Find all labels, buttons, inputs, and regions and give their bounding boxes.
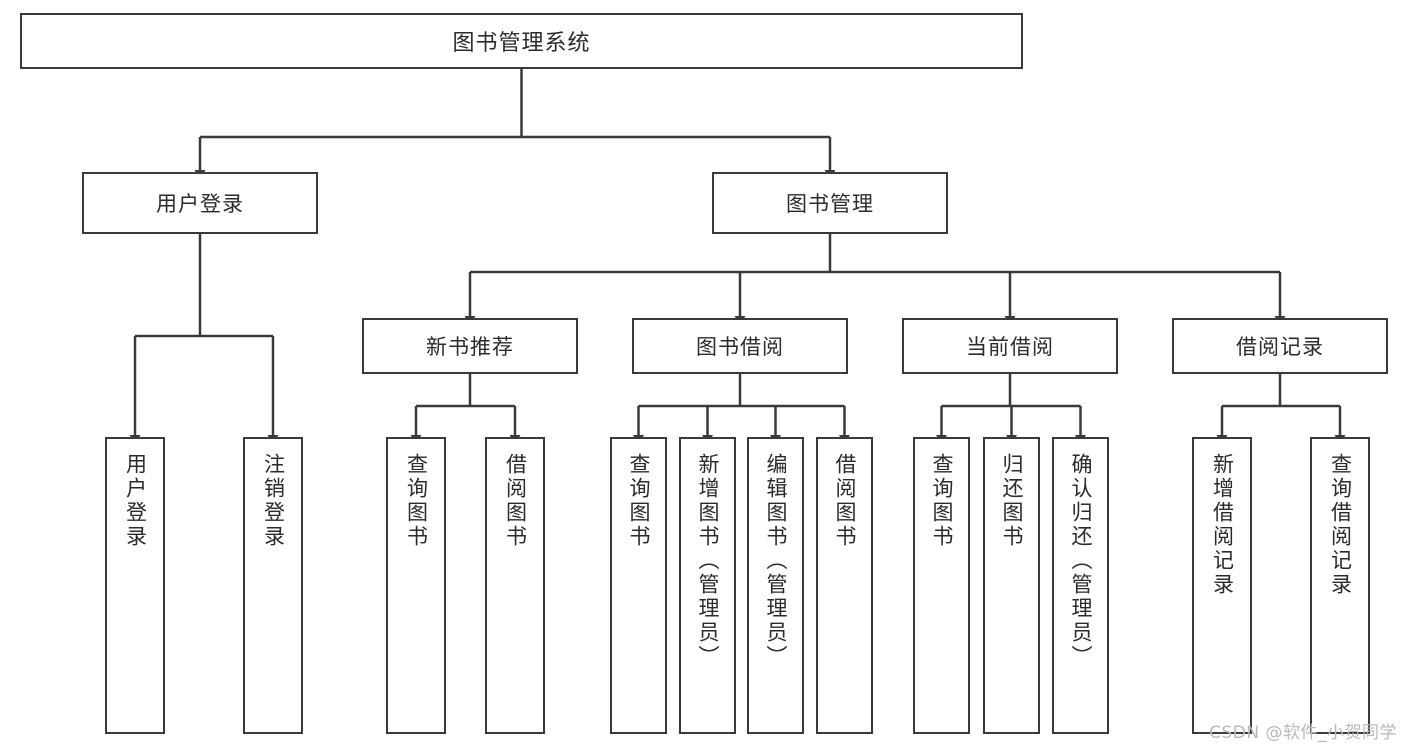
node-label: 查询图书 <box>404 453 429 549</box>
node-leaf-br-add-record[interactable]: 新增借阅记录 <box>1192 437 1252 734</box>
node-label: 新增借阅记录 <box>1210 453 1235 597</box>
node-borrow-record[interactable]: 借阅记录 <box>1172 318 1388 374</box>
node-label: 借阅记录 <box>1236 335 1324 359</box>
node-label: 当前借阅 <box>966 335 1054 359</box>
node-label: 查询借阅记录 <box>1328 453 1353 597</box>
node-label: 新增图书（管理员） <box>696 453 720 669</box>
node-label: 归还图书 <box>1000 453 1024 549</box>
node-label: 图书借阅 <box>696 335 784 359</box>
node-label: 查询图书 <box>627 453 651 549</box>
node-leaf-cb-confirm-return[interactable]: 确认归还（管理员） <box>1052 437 1109 734</box>
node-label: 借阅图书 <box>833 453 857 549</box>
node-leaf-bb-query-book[interactable]: 查询图书 <box>610 437 667 734</box>
node-label: 查询图书 <box>930 453 954 549</box>
node-label: 图书管理 <box>786 192 874 216</box>
node-leaf-cb-query-book[interactable]: 查询图书 <box>913 437 970 734</box>
node-book-manage[interactable]: 图书管理 <box>712 172 948 234</box>
node-leaf-user-login[interactable]: 用户登录 <box>105 437 165 734</box>
node-leaf-rec-query-book[interactable]: 查询图书 <box>386 437 446 734</box>
node-label: 用户登录 <box>156 192 244 216</box>
node-leaf-bb-borrow-book[interactable]: 借阅图书 <box>816 437 873 734</box>
node-leaf-bb-add-book[interactable]: 新增图书（管理员） <box>679 437 736 734</box>
node-book-borrow[interactable]: 图书借阅 <box>632 318 848 374</box>
node-label: 新书推荐 <box>426 335 514 359</box>
node-leaf-cb-return-book[interactable]: 归还图书 <box>983 437 1040 734</box>
node-leaf-bb-edit-book[interactable]: 编辑图书（管理员） <box>747 437 804 734</box>
node-leaf-user-logout[interactable]: 注销登录 <box>243 437 303 734</box>
node-label: 借阅图书 <box>503 453 528 549</box>
node-label: 注销登录 <box>261 453 286 549</box>
node-current-borrow[interactable]: 当前借阅 <box>902 318 1118 374</box>
node-label: 图书管理系统 <box>452 31 591 56</box>
node-user-login[interactable]: 用户登录 <box>82 172 318 234</box>
node-label: 确认归还（管理员） <box>1069 453 1093 669</box>
node-leaf-br-query-record[interactable]: 查询借阅记录 <box>1310 437 1370 734</box>
node-root-system[interactable]: 图书管理系统 <box>20 13 1023 69</box>
node-label: 编辑图书（管理员） <box>764 453 788 669</box>
node-leaf-rec-borrow-book[interactable]: 借阅图书 <box>485 437 545 734</box>
node-new-book-recommend[interactable]: 新书推荐 <box>362 318 578 374</box>
watermark-label: CSDN @软件_小贺同学 <box>1209 723 1397 743</box>
node-label: 用户登录 <box>123 453 148 549</box>
